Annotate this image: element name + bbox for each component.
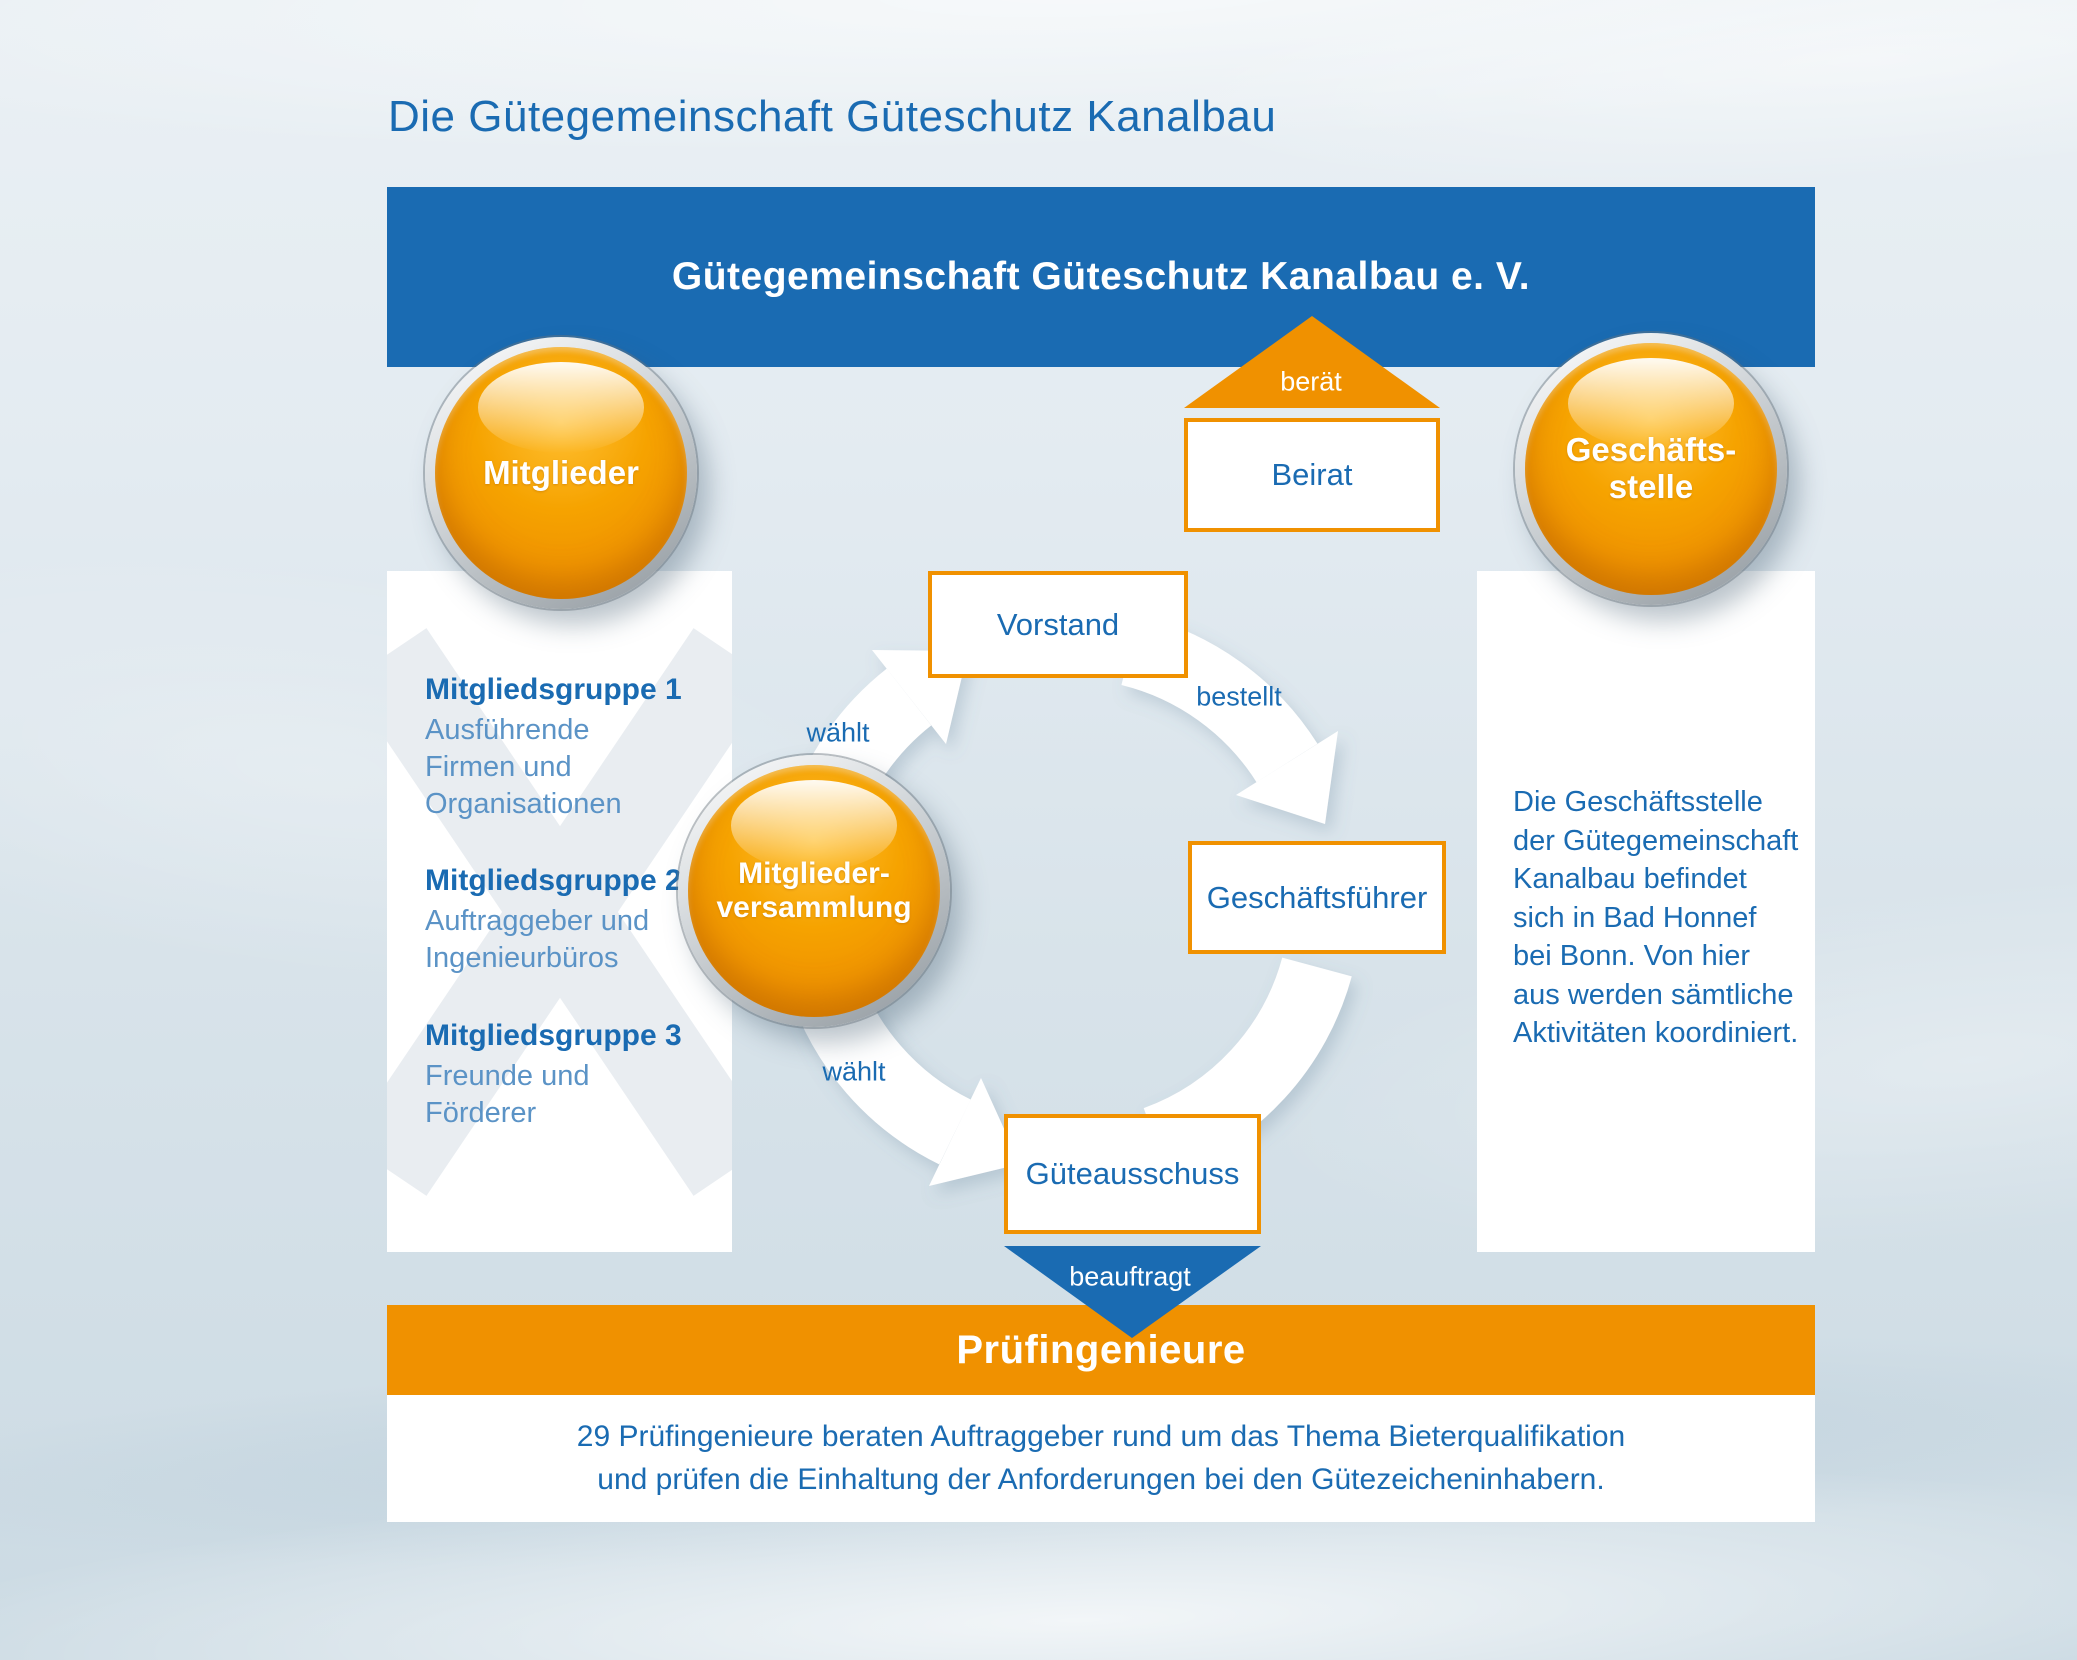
beauftragt-arrow-down bbox=[1004, 1246, 1261, 1338]
footer-note-text: 29 Prüfingenieure beraten Auftraggeber r… bbox=[576, 1419, 1626, 1496]
node-geschaeftsfuehrer: Geschäftsführer bbox=[1188, 841, 1446, 954]
label-beraet: berät bbox=[1280, 366, 1342, 397]
badge-mitglieder-label: Mitglieder bbox=[483, 453, 639, 491]
badge-geschaeftsstelle: Geschäfts- stelle bbox=[1515, 333, 1787, 605]
member-group-3: Mitgliedsgruppe 3 Freunde und Förderer bbox=[425, 1019, 706, 1132]
member-group-body: Freunde und Förderer bbox=[425, 1059, 590, 1129]
badge-ball: Geschäfts- stelle bbox=[1525, 343, 1777, 595]
badge-ball: Mitglieder- versammlung bbox=[688, 765, 940, 1017]
node-vorstand-label: Vorstand bbox=[996, 606, 1120, 642]
node-vorstand: Vorstand bbox=[928, 571, 1188, 678]
org-header-title: Gütegemeinschaft Güteschutz Kanalbau e. … bbox=[671, 255, 1531, 298]
page-title: Die Gütegemeinschaft Güteschutz Kanalbau bbox=[388, 92, 1277, 141]
badge-mitglieder: Mitglieder bbox=[425, 337, 697, 609]
member-group-body: Auftraggeber und Ingenieurbüros bbox=[425, 905, 650, 975]
members-panel: Mitgliedsgruppe 1 Ausführende Firmen und… bbox=[387, 571, 732, 1252]
member-group-title: Mitgliedsgruppe 1 bbox=[425, 673, 682, 706]
node-geschaeftsfuehrer-label: Geschäftsführer bbox=[1206, 879, 1428, 915]
member-group-2: Mitgliedsgruppe 2 Auftraggeber und Ingen… bbox=[425, 864, 706, 977]
office-panel: Die Geschäftsstelle der Gütegemeinschaft… bbox=[1477, 571, 1815, 1252]
badge-mitgliederversammlung: Mitglieder- versammlung bbox=[678, 755, 950, 1027]
footer-note: 29 Prüfingenieure beraten Auftraggeber r… bbox=[387, 1395, 1815, 1522]
label-beauftragt: beauftragt bbox=[1069, 1261, 1191, 1292]
node-beirat-label: Beirat bbox=[1271, 457, 1353, 492]
member-group-1: Mitgliedsgruppe 1 Ausführende Firmen und… bbox=[425, 673, 706, 823]
member-groups: Mitgliedsgruppe 1 Ausführende Firmen und… bbox=[387, 571, 732, 1132]
label-waehlt-bottom: wählt bbox=[822, 1056, 886, 1087]
badge-ball: Mitglieder bbox=[435, 347, 687, 599]
label-waehlt-top: wählt bbox=[806, 717, 870, 748]
node-gueteausschuss: Güteausschuss bbox=[1004, 1114, 1261, 1234]
beraet-arrow-up bbox=[1184, 316, 1440, 408]
node-beirat: Beirat bbox=[1184, 418, 1440, 532]
badge-mitgliederversammlung-label: Mitglieder- versammlung bbox=[716, 857, 912, 924]
member-group-body: Ausführende Firmen und Organisationen bbox=[425, 714, 622, 821]
office-description: Die Geschäftsstelle der Gütegemeinschaft… bbox=[1513, 786, 1799, 1050]
label-bestellt: bestellt bbox=[1196, 681, 1282, 712]
member-group-title: Mitgliedsgruppe 3 bbox=[425, 1018, 682, 1052]
node-gueteausschuss-label: Güteausschuss bbox=[1025, 1156, 1240, 1191]
org-header-bar: Gütegemeinschaft Güteschutz Kanalbau e. … bbox=[387, 187, 1815, 367]
member-group-title: Mitgliedsgruppe 2 bbox=[425, 864, 682, 898]
badge-geschaeftsstelle-label: Geschäfts- stelle bbox=[1565, 431, 1737, 505]
